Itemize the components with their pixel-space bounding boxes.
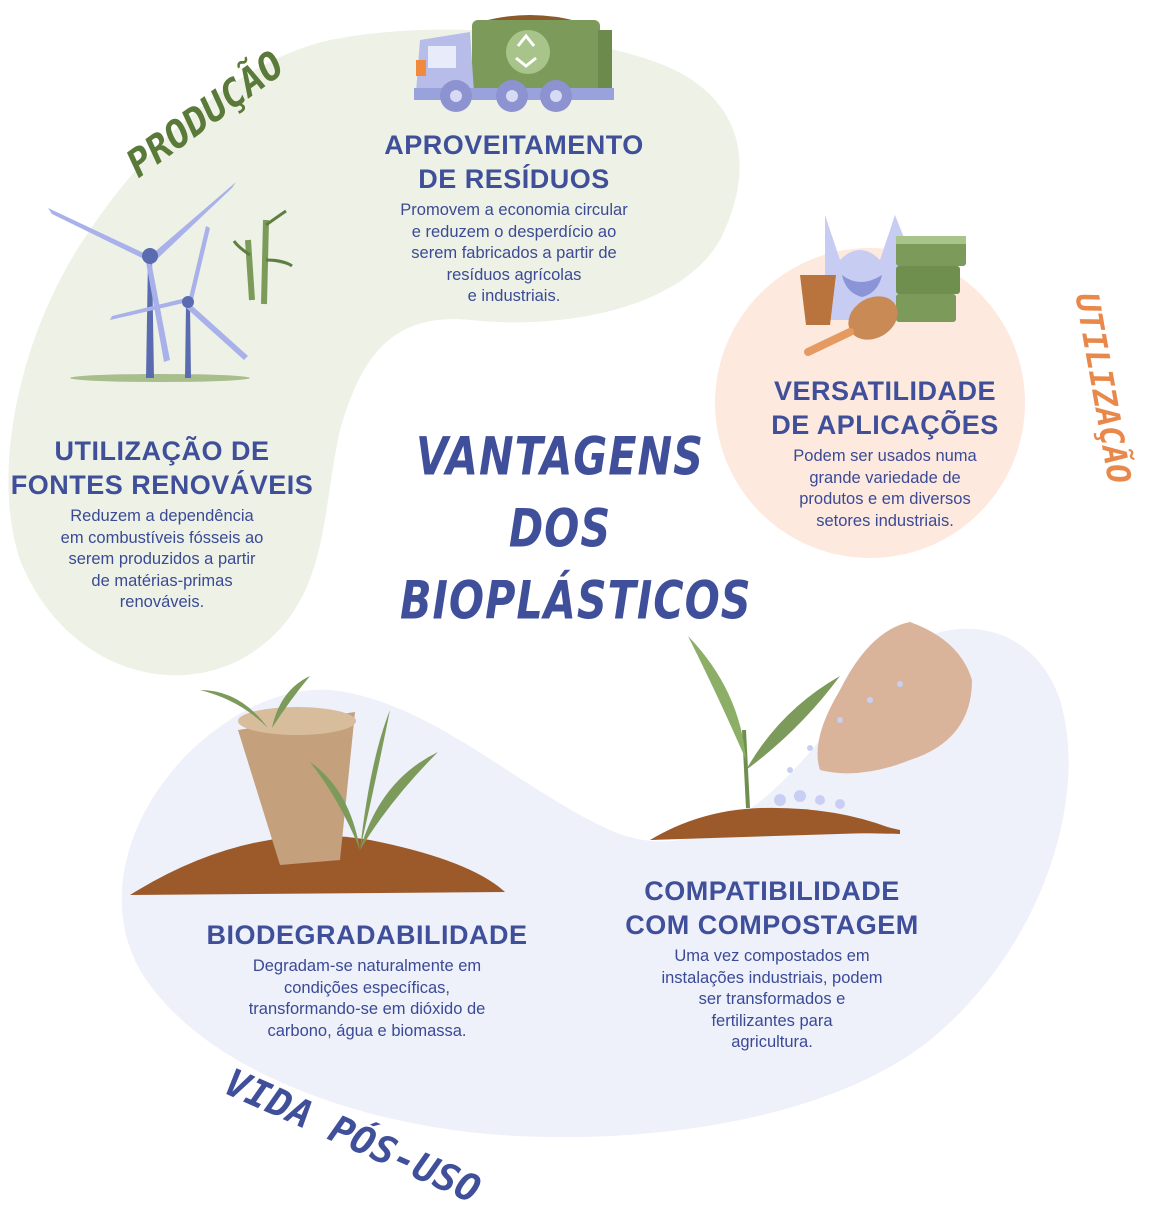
block-title-line1: COMPATIBILIDADE (644, 876, 900, 906)
block-text: Degradam-se naturalmente em condições es… (248, 957, 486, 1040)
block-text: Promovem a economia circular e reduzem o… (400, 201, 628, 305)
block-title-line1: BIODEGRADABILIDADE (206, 920, 528, 950)
sprouting-pot-icon (130, 676, 505, 895)
bioplastic-products-icon (800, 215, 966, 356)
block-biodegradabilidade: BIODEGRADABILIDADE Degradam-se naturalme… (194, 918, 540, 1042)
block-title-line1: UTILIZAÇÃO DE (54, 436, 270, 466)
block-fontes-renovaveis: UTILIZAÇÃO DE FONTES RENOVÁVEIS Reduzem … (6, 434, 318, 614)
production-blob (8, 29, 740, 676)
block-text: Podem ser usados numa grande variedade d… (793, 447, 977, 530)
bamboo-icon (232, 209, 293, 305)
main-title-line2: DOS (508, 496, 612, 560)
block-title-line2: DE RESÍDUOS (418, 164, 610, 194)
block-title-line1: APROVEITAMENTO (384, 130, 644, 160)
block-title-line1: VERSATILIDADE (773, 376, 996, 406)
main-title-line1: VANTAGENS (416, 424, 704, 488)
compost-hand-icon (650, 622, 972, 840)
block-title-line2: DE APLICAÇÕES (771, 410, 999, 440)
block-text: Reduzem a dependência em combustíveis fó… (60, 507, 264, 611)
main-title: VANTAGENS DOS BIOPLÁSTICOS (400, 420, 751, 636)
utilization-circle (715, 248, 1025, 558)
wind-turbine-icon (48, 182, 250, 382)
block-title-line2: FONTES RENOVÁVEIS (10, 470, 314, 500)
recycling-truck-icon (414, 15, 614, 112)
block-aproveitamento-residuos: APROVEITAMENTO DE RESÍDUOS Promovem a ec… (364, 128, 664, 308)
block-compatibilidade-compostagem: COMPATIBILIDADE COM COMPOSTAGEM Uma vez … (614, 874, 930, 1054)
block-text: Uma vez compostados em instalações indus… (661, 947, 883, 1051)
main-title-line3: BIOPLÁSTICOS (400, 568, 752, 632)
block-versatilidade-aplicacoes: VERSATILIDADE DE APLICAÇÕES Podem ser us… (740, 374, 1030, 532)
block-title-line2: COM COMPOSTAGEM (625, 910, 919, 940)
